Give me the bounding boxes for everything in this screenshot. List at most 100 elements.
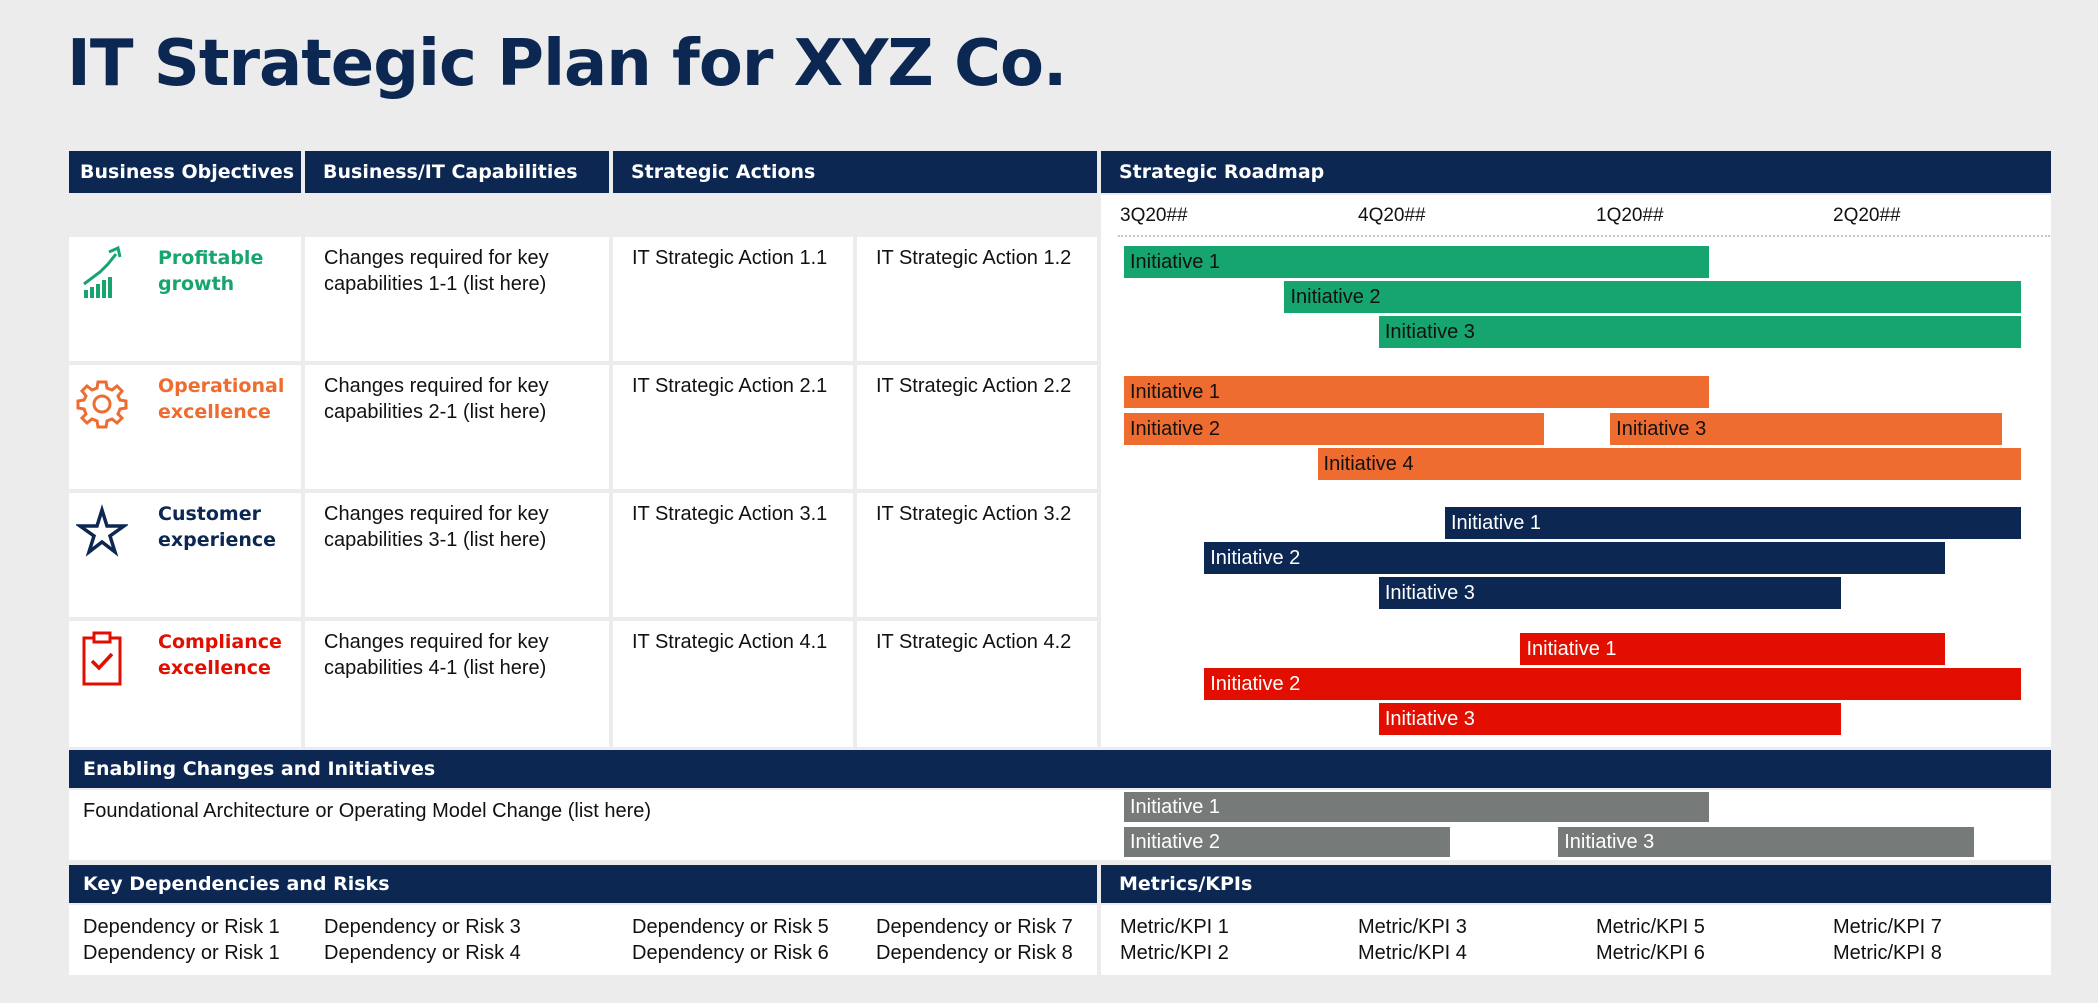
metric-column: Metric/KPI 3 Metric/KPI 4 bbox=[1358, 914, 1467, 966]
action-cell-3-1 bbox=[613, 493, 853, 617]
clipboard-check-icon bbox=[82, 631, 122, 686]
capability-text-line: capabilities 4-1 (list here) bbox=[324, 657, 547, 679]
gear-icon bbox=[76, 380, 128, 429]
header-capabilities: Business/IT Capabilities bbox=[305, 151, 609, 193]
strategic-action: IT Strategic Action 2.1 bbox=[632, 375, 828, 397]
action-cell-4-2 bbox=[857, 621, 1097, 747]
capability-cell-3 bbox=[305, 493, 609, 617]
action-cell-1-1 bbox=[613, 237, 853, 361]
dependency-item: Dependency or Risk 3 bbox=[324, 916, 521, 938]
roadmap-initiative-bar: Initiative 3 bbox=[1378, 316, 2021, 348]
metric-item: Metric/KPI 6 bbox=[1596, 942, 1705, 964]
strategic-action: IT Strategic Action 3.1 bbox=[632, 503, 828, 525]
roadmap-initiative-bar: Initiative 2 bbox=[1124, 413, 1545, 445]
objective-cell-profitable-growth bbox=[69, 237, 301, 361]
capability-text: Changes required for key capabilities 3-… bbox=[324, 501, 549, 553]
roadmap-initiative-bar: Initiative 1 bbox=[1520, 633, 1946, 665]
metric-item: Metric/KPI 8 bbox=[1833, 942, 1942, 964]
strategic-action: IT Strategic Action 4.2 bbox=[876, 631, 1072, 653]
roadmap-initiative-bar: Initiative 3 bbox=[1610, 413, 2002, 445]
header-enabling-changes: Enabling Changes and Initiatives bbox=[69, 750, 2051, 788]
capability-text-line: capabilities 1-1 (list here) bbox=[324, 273, 547, 295]
objective-cell-customer-experience bbox=[69, 493, 301, 617]
capability-text-line: Changes required for key bbox=[324, 375, 549, 397]
dependency-item: Dependency or Risk 1 bbox=[83, 916, 280, 938]
metric-column: Metric/KPI 7 Metric/KPI 8 bbox=[1833, 914, 1942, 966]
objective-label-line: excellence bbox=[158, 657, 271, 679]
capability-cell-2 bbox=[305, 365, 609, 489]
capability-text-line: Changes required for key bbox=[324, 503, 549, 525]
action-cell-2-1 bbox=[613, 365, 853, 489]
capability-text: Changes required for key capabilities 1-… bbox=[324, 245, 549, 297]
objective-label-line: Operational bbox=[158, 375, 285, 397]
strategic-action: IT Strategic Action 3.2 bbox=[876, 503, 1072, 525]
capability-cell-4 bbox=[305, 621, 609, 747]
strategic-action: IT Strategic Action 1.2 bbox=[876, 247, 1072, 269]
objective-label-line: Compliance bbox=[158, 631, 282, 653]
metric-item: Metric/KPI 3 bbox=[1358, 916, 1467, 938]
roadmap-initiative-bar: Initiative 1 bbox=[1124, 246, 1710, 278]
enabling-changes-text: Foundational Architecture or Operating M… bbox=[83, 800, 652, 822]
dependencies-row bbox=[69, 905, 1097, 975]
dependency-column: Dependency or Risk 1 Dependency or Risk … bbox=[83, 914, 280, 966]
dependency-column: Dependency or Risk 7 Dependency or Risk … bbox=[876, 914, 1073, 966]
metric-item: Metric/KPI 7 bbox=[1833, 916, 1942, 938]
capability-text: Changes required for key capabilities 4-… bbox=[324, 629, 549, 681]
capability-text: Changes required for key capabilities 2-… bbox=[324, 373, 549, 425]
objective-label-line: excellence bbox=[158, 401, 271, 423]
dependency-item: Dependency or Risk 8 bbox=[876, 942, 1073, 964]
dependency-item: Dependency or Risk 6 bbox=[632, 942, 829, 964]
quarter-label: 1Q20## bbox=[1596, 205, 1664, 226]
dependency-item: Dependency or Risk 7 bbox=[876, 916, 1073, 938]
roadmap-initiative-bar: Initiative 1 bbox=[1124, 376, 1710, 408]
quarter-label: 4Q20## bbox=[1358, 205, 1426, 226]
objective-label: Profitable growth bbox=[158, 245, 263, 297]
roadmap-initiative-bar: Initiative 3 bbox=[1378, 577, 1842, 609]
dependency-item: Dependency or Risk 4 bbox=[324, 942, 521, 964]
roadmap-initiative-bar: Initiative 1 bbox=[1444, 507, 2021, 539]
capability-text-line: Changes required for key bbox=[324, 631, 549, 653]
roadmap-initiative-bar: Initiative 2 bbox=[1284, 281, 2021, 313]
objective-label: Operational excellence bbox=[158, 373, 284, 425]
metric-item: Metric/KPI 2 bbox=[1120, 942, 1229, 964]
objective-label-line: Customer bbox=[158, 503, 261, 525]
dependency-item: Dependency or Risk 1 bbox=[83, 942, 280, 964]
metrics-row bbox=[1101, 905, 2051, 975]
quarter-label: 2Q20## bbox=[1833, 205, 1901, 226]
quarter-label: 3Q20## bbox=[1120, 205, 1188, 226]
strategic-action: IT Strategic Action 4.1 bbox=[632, 631, 828, 653]
capability-cell-1 bbox=[305, 237, 609, 361]
strategic-action: IT Strategic Action 1.1 bbox=[632, 247, 828, 269]
metric-item: Metric/KPI 1 bbox=[1120, 916, 1229, 938]
action-cell-3-2 bbox=[857, 493, 1097, 617]
star-icon bbox=[76, 504, 128, 557]
dependency-column: Dependency or Risk 5 Dependency or Risk … bbox=[632, 914, 829, 966]
dependency-item: Dependency or Risk 5 bbox=[632, 916, 829, 938]
enabling-initiative-bar: Initiative 1 bbox=[1124, 792, 1710, 822]
metric-item: Metric/KPI 4 bbox=[1358, 942, 1467, 964]
objective-label-line: experience bbox=[158, 529, 277, 551]
dependency-column: Dependency or Risk 3 Dependency or Risk … bbox=[324, 914, 521, 966]
capability-text-line: capabilities 2-1 (list here) bbox=[324, 401, 547, 423]
objective-label-line: growth bbox=[158, 273, 235, 295]
objective-label: Compliance excellence bbox=[158, 629, 282, 681]
roadmap-initiative-bar: Initiative 2 bbox=[1204, 542, 1946, 574]
strategic-action: IT Strategic Action 2.2 bbox=[876, 375, 1072, 397]
metric-column: Metric/KPI 1 Metric/KPI 2 bbox=[1120, 914, 1229, 966]
header-business-objectives: Business Objectives bbox=[69, 151, 301, 193]
header-strategic-actions: Strategic Actions bbox=[613, 151, 1097, 193]
metric-item: Metric/KPI 5 bbox=[1596, 916, 1705, 938]
action-cell-4-1 bbox=[613, 621, 853, 747]
enabling-initiative-bar: Initiative 3 bbox=[1558, 827, 1974, 857]
header-metrics-kpis: Metrics/KPIs bbox=[1101, 865, 2051, 903]
page-title: IT Strategic Plan for XYZ Co. bbox=[67, 27, 1067, 101]
roadmap-initiative-bar: Initiative 3 bbox=[1378, 703, 1842, 735]
objective-label-line: Profitable bbox=[158, 247, 264, 269]
objective-label: Customer experience bbox=[158, 501, 276, 553]
capability-text-line: Changes required for key bbox=[324, 247, 549, 269]
roadmap-initiative-bar: Initiative 4 bbox=[1317, 448, 2021, 480]
header-key-dependencies: Key Dependencies and Risks bbox=[69, 865, 1097, 903]
quarter-divider bbox=[1118, 235, 2050, 237]
action-cell-2-2 bbox=[857, 365, 1097, 489]
enabling-initiative-bar: Initiative 2 bbox=[1124, 827, 1450, 857]
